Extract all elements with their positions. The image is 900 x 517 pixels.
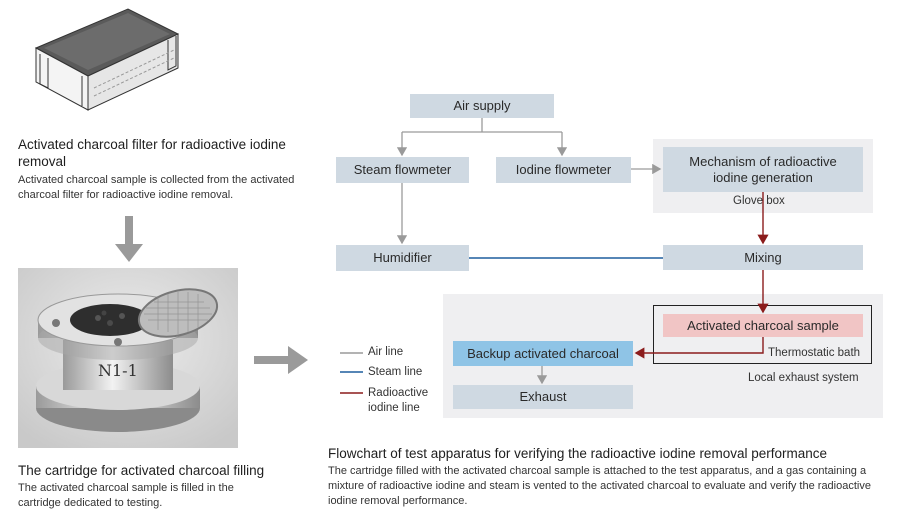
air-supply-node: Air supply (410, 94, 554, 118)
humidifier-node: Humidifier (336, 245, 469, 271)
cartridge-engraving: N1-1 (98, 361, 138, 380)
right-arrow-icon (254, 346, 308, 374)
steam-flowmeter-node: Steam flowmeter (336, 157, 469, 183)
charcoal-filter-illustration (34, 8, 180, 111)
exhaust-node: Exhaust (453, 385, 633, 409)
backup-charcoal-node: Backup activated charcoal (453, 341, 633, 366)
legend-steam-line: Steam line (368, 366, 423, 378)
cartridge-photo: N1-1 (18, 268, 238, 448)
iodine-generation-node: Mechanism of radioactive iodine generati… (663, 147, 863, 192)
activated-sample-node: Activated charcoal sample (663, 314, 863, 337)
cartridge-title: The cartridge for activated charcoal fil… (18, 463, 265, 478)
flowchart-caption-title: Flowchart of test apparatus for verifyin… (328, 446, 827, 461)
cartridge-description: The activated charcoal sample is filled … (18, 482, 234, 509)
legend-iodine-line: Radioactive iodine line (368, 387, 429, 414)
glove-box-label: Glove box (733, 195, 785, 207)
thermostatic-bath-label: Thermostatic bath (768, 347, 861, 359)
down-arrow-icon (115, 216, 143, 262)
filter-description: Activated charcoal sample is collected f… (18, 174, 295, 201)
legend-air-line: Air line (368, 346, 404, 358)
mixing-node: Mixing (663, 245, 863, 270)
filter-title: Activated charcoal filter for radioactiv… (18, 137, 286, 169)
flowchart-caption-description: The cartridge filled with the activated … (328, 465, 871, 507)
iodine-flowmeter-node: Iodine flowmeter (496, 157, 631, 183)
local-exhaust-label: Local exhaust system (748, 372, 859, 384)
